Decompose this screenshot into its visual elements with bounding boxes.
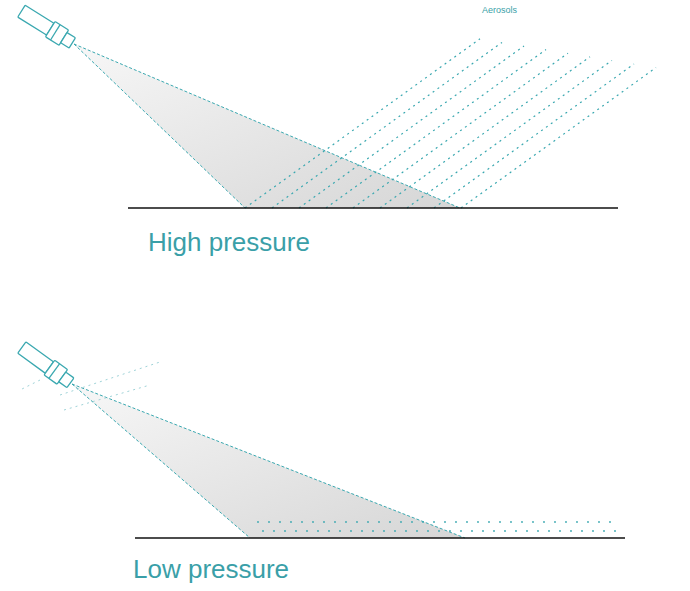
low-pressure-figure bbox=[17, 340, 625, 538]
figure-caption: High pressure bbox=[148, 228, 310, 258]
figure-caption: Low pressure bbox=[133, 555, 289, 585]
high-pressure-figure bbox=[17, 4, 656, 208]
aerosols-label: Aerosols bbox=[482, 5, 517, 15]
